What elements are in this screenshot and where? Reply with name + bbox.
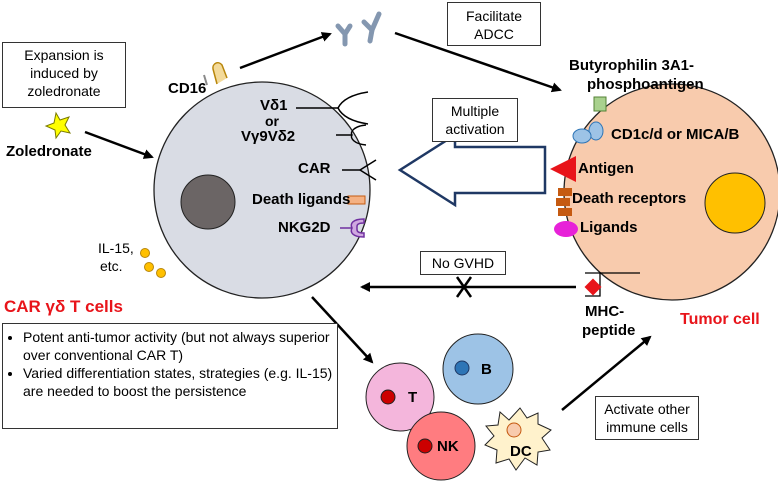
adcc-box: Facilitate ADCC [447,2,541,46]
nkg2d-label: NKG2D [278,219,331,236]
tcr-receptor-icon [296,91,369,125]
expansion-line-2: induced by [30,65,98,81]
arrow-multiple-activation [397,132,547,208]
cd1-mica-icon [572,121,604,144]
il15-dots-icon [140,248,166,278]
arrow-cd16-to-antibody [239,32,332,70]
expansion-box: Expansion is induced by zoledronate [2,42,126,108]
multiple-line-1: Multiple [450,103,500,119]
arrow-zoledronate [84,130,154,159]
butyrophilin-icon [593,96,607,112]
ligands-label: Ligands [580,219,638,236]
cd1-label: CD1c/d or MICA/B [611,126,740,143]
cd16-label: CD16 [168,80,207,97]
gd-t-cell [153,81,371,299]
gd-cell-title: CAR γδ T cells [4,297,123,316]
vg9vd2-label: Vγ9Vδ2 [241,128,296,145]
vg9vd2-receptor-icon [336,124,367,146]
mhc-line-1: MHC- [585,303,625,320]
death-receptor-icon [556,188,572,216]
or-label: or [265,113,279,129]
car-label: CAR [298,160,331,177]
zoledronate-star-icon [44,111,72,140]
expansion-line-3: zoledronate [27,83,101,99]
b-cell [442,333,514,405]
butyrophilin-line-2: phosphoantigen [587,76,704,93]
tumor-cell-title: Tumor cell [680,311,760,328]
death-receptors-label: Death receptors [572,190,687,207]
tumor-cell-nucleus [704,172,766,234]
nk-cell [406,411,476,481]
gvhd-label: No GVHD [431,255,495,271]
bullet-list: Potent anti-tumor activity (but not alwa… [5,328,333,400]
adcc-line-1: Facilitate [465,8,523,24]
b-cell-label: B [481,361,492,378]
antigen-icon [550,156,576,182]
dc-cell [484,407,552,471]
arrow-to-tumor-cell [561,335,652,411]
gd-t-cell-nucleus [180,174,236,230]
nkg2d-receptor-icon [340,218,365,238]
arrow-to-immune-cells [311,296,374,364]
etc-label: etc. [100,258,123,274]
activate-line-1: Activate other [604,401,690,417]
dc-cell-label: DC [510,443,532,460]
t-cell-label: T [408,389,418,406]
bullet-item: Varied differentiation states, strategie… [23,364,333,400]
gvhd-box: No GVHD [420,251,506,275]
antigen-label: Antigen [578,160,634,177]
il15-label: IL-15, [98,240,134,256]
nk-cell-label: NK [437,438,459,455]
multiple-line-2: activation [445,121,505,137]
multiple-activation-box: Multiple activation [432,98,518,142]
butyrophilin-line-1: Butyrophilin 3A1- [569,57,695,74]
adcc-line-2: ADCC [474,26,514,42]
mhc-peptide-icon [584,272,640,297]
death-ligand-icon [347,195,366,205]
death-ligands-label: Death ligands [252,191,351,208]
zoledronate-label: Zoledronate [6,143,92,160]
t-cell [365,362,435,432]
bullet-item: Potent anti-tumor activity (but not alwa… [23,328,333,364]
vd1-label: Vδ1 [260,97,288,114]
bullet-box: Potent anti-tumor activity (but not alwa… [2,323,338,429]
activate-box: Activate other immune cells [595,396,699,440]
expansion-line-1: Expansion is [24,47,104,63]
antibody-icon [335,11,382,47]
arrow-antibody-to-tumor [394,31,562,93]
mhc-line-2: peptide [582,322,636,339]
cd16-receptor-icon [203,62,228,86]
gvhd-cross-icon [455,276,473,298]
activate-line-2: immune cells [606,419,688,435]
ligand-icon [554,221,578,237]
car-receptor-icon [342,159,377,181]
